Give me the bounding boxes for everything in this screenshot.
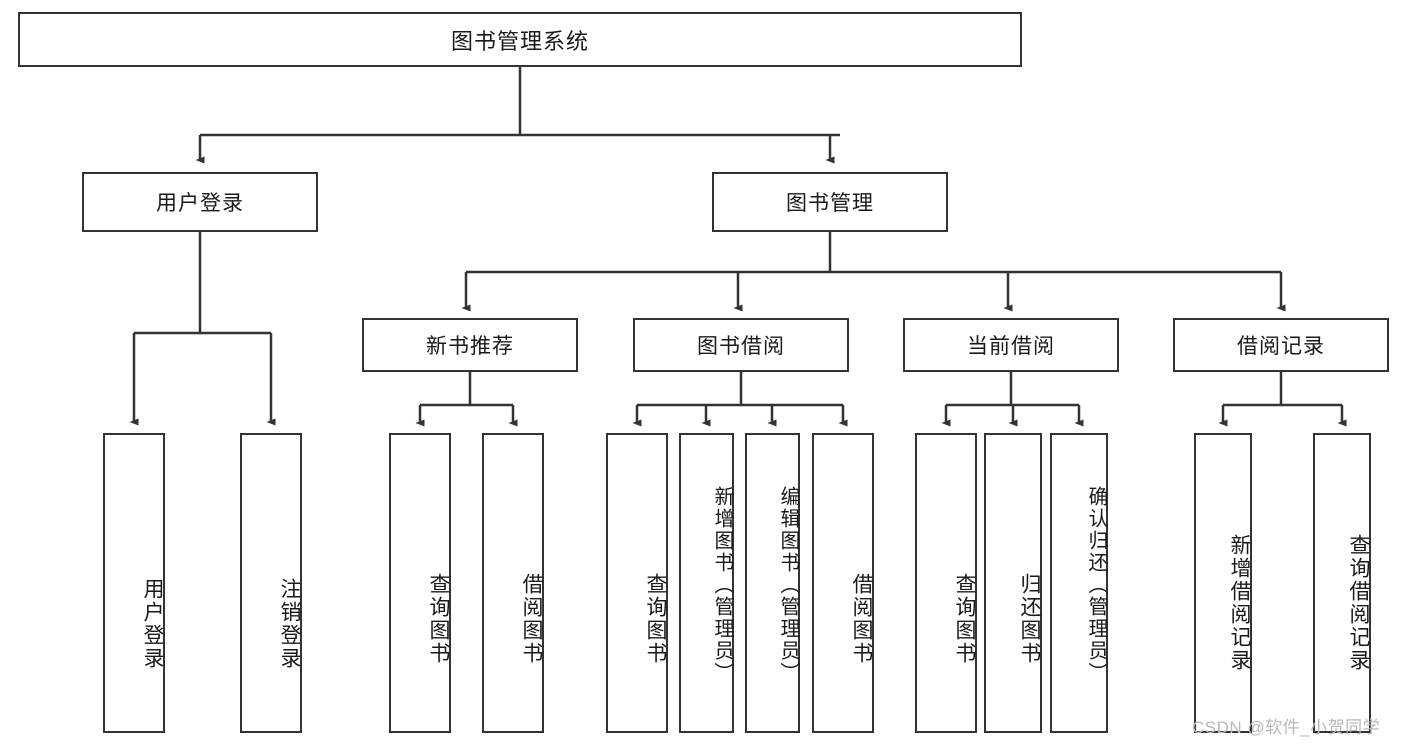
node-root[interactable]: 图书管理系统: [18, 12, 1022, 67]
node-leaf-query-book-3[interactable]: 查询图书: [915, 433, 977, 733]
node-leaf-query-book-1[interactable]: 查询图书: [389, 433, 451, 733]
node-user-login[interactable]: 用户登录: [82, 172, 318, 232]
node-leaf-query-borrow-record[interactable]: 查询借阅记录: [1313, 433, 1371, 733]
node-book-borrow-label: 图书借阅: [697, 335, 785, 358]
node-current-borrow-label: 当前借阅: [967, 335, 1055, 358]
node-book-manage-label: 图书管理: [786, 192, 874, 215]
node-leaf-user-logout[interactable]: 注销登录: [240, 433, 302, 733]
edge-borrow-record-to-leaves: [1218, 372, 1347, 427]
node-leaf-confirm-return[interactable]: 确认归还（管理员）: [1050, 433, 1108, 733]
csdn-watermark-text: CSDN @软件_小贺同学: [1192, 718, 1381, 737]
node-book-manage[interactable]: 图书管理: [712, 172, 948, 232]
node-leaf-add-book-label: 新增图书（管理员）: [711, 486, 733, 684]
node-current-borrow[interactable]: 当前借阅: [903, 318, 1119, 372]
node-leaf-borrow-book-1[interactable]: 借阅图书: [482, 433, 544, 733]
node-leaf-borrow-book-2[interactable]: 借阅图书: [812, 433, 874, 733]
node-leaf-borrow-book-1-label: 借阅图书: [520, 573, 543, 665]
node-leaf-borrow-book-2-label: 借阅图书: [850, 573, 873, 665]
node-leaf-query-borrow-record-label: 查询借阅记录: [1347, 534, 1370, 672]
node-user-login-label: 用户登录: [156, 192, 244, 215]
node-root-label: 图书管理系统: [450, 28, 589, 54]
node-leaf-edit-book-label: 编辑图书（管理员）: [777, 486, 799, 684]
node-leaf-add-book[interactable]: 新增图书（管理员）: [679, 433, 734, 733]
node-book-borrow[interactable]: 图书借阅: [633, 318, 849, 372]
node-leaf-query-book-2-label: 查询图书: [644, 573, 667, 665]
node-leaf-user-login[interactable]: 用户登录: [103, 433, 165, 733]
node-leaf-confirm-return-label: 确认归还（管理员）: [1085, 486, 1107, 684]
node-leaf-return-book[interactable]: 归还图书: [984, 433, 1042, 733]
node-leaf-user-logout-label: 注销登录: [278, 578, 301, 670]
node-leaf-add-borrow-record[interactable]: 新增借阅记录: [1194, 433, 1252, 733]
node-leaf-add-borrow-record-label: 新增借阅记录: [1228, 534, 1251, 672]
csdn-watermark: CSDN @软件_小贺同学: [1192, 713, 1380, 738]
node-leaf-user-login-label: 用户登录: [141, 578, 164, 670]
node-leaf-query-book-1-label: 查询图书: [427, 573, 450, 665]
node-new-book-recommend-label: 新书推荐: [426, 335, 514, 358]
edge-root-to-level1: [195, 67, 840, 164]
node-borrow-record-label: 借阅记录: [1237, 335, 1325, 358]
edge-new-book-recommend-to-leaves: [415, 372, 518, 427]
edge-book-borrow-to-leaves: [632, 372, 848, 427]
edge-user-login-to-leaves: [129, 232, 276, 426]
node-leaf-edit-book[interactable]: 编辑图书（管理员）: [745, 433, 800, 733]
node-leaf-query-book-3-label: 查询图书: [953, 573, 976, 665]
node-new-book-recommend[interactable]: 新书推荐: [362, 318, 578, 372]
edge-book-manage-to-level2: [461, 232, 1286, 312]
edge-current-borrow-to-leaves: [941, 372, 1084, 427]
node-leaf-return-book-label: 归还图书: [1018, 573, 1041, 665]
node-leaf-query-book-2[interactable]: 查询图书: [606, 433, 668, 733]
node-borrow-record[interactable]: 借阅记录: [1173, 318, 1389, 372]
